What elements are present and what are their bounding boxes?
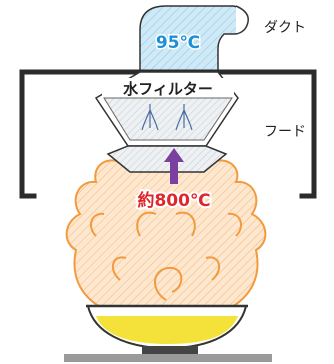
flame-tongues bbox=[89, 211, 243, 301]
hood-label: フード bbox=[264, 124, 306, 140]
spray-nozzles bbox=[141, 104, 193, 131]
filter-label-band bbox=[102, 78, 234, 98]
stove-base bbox=[64, 354, 272, 362]
burner bbox=[142, 346, 198, 354]
water-filter-label: 水フィルター bbox=[123, 80, 213, 98]
heat-arrow bbox=[164, 148, 184, 184]
duct-temp-label: 95℃ bbox=[156, 33, 200, 53]
filter-inner bbox=[103, 97, 233, 141]
duct-outlet bbox=[235, 5, 249, 35]
duct-label: ダクト bbox=[264, 20, 306, 36]
oil bbox=[96, 316, 238, 344]
fire-temp-label: 約800℃ bbox=[137, 190, 210, 211]
